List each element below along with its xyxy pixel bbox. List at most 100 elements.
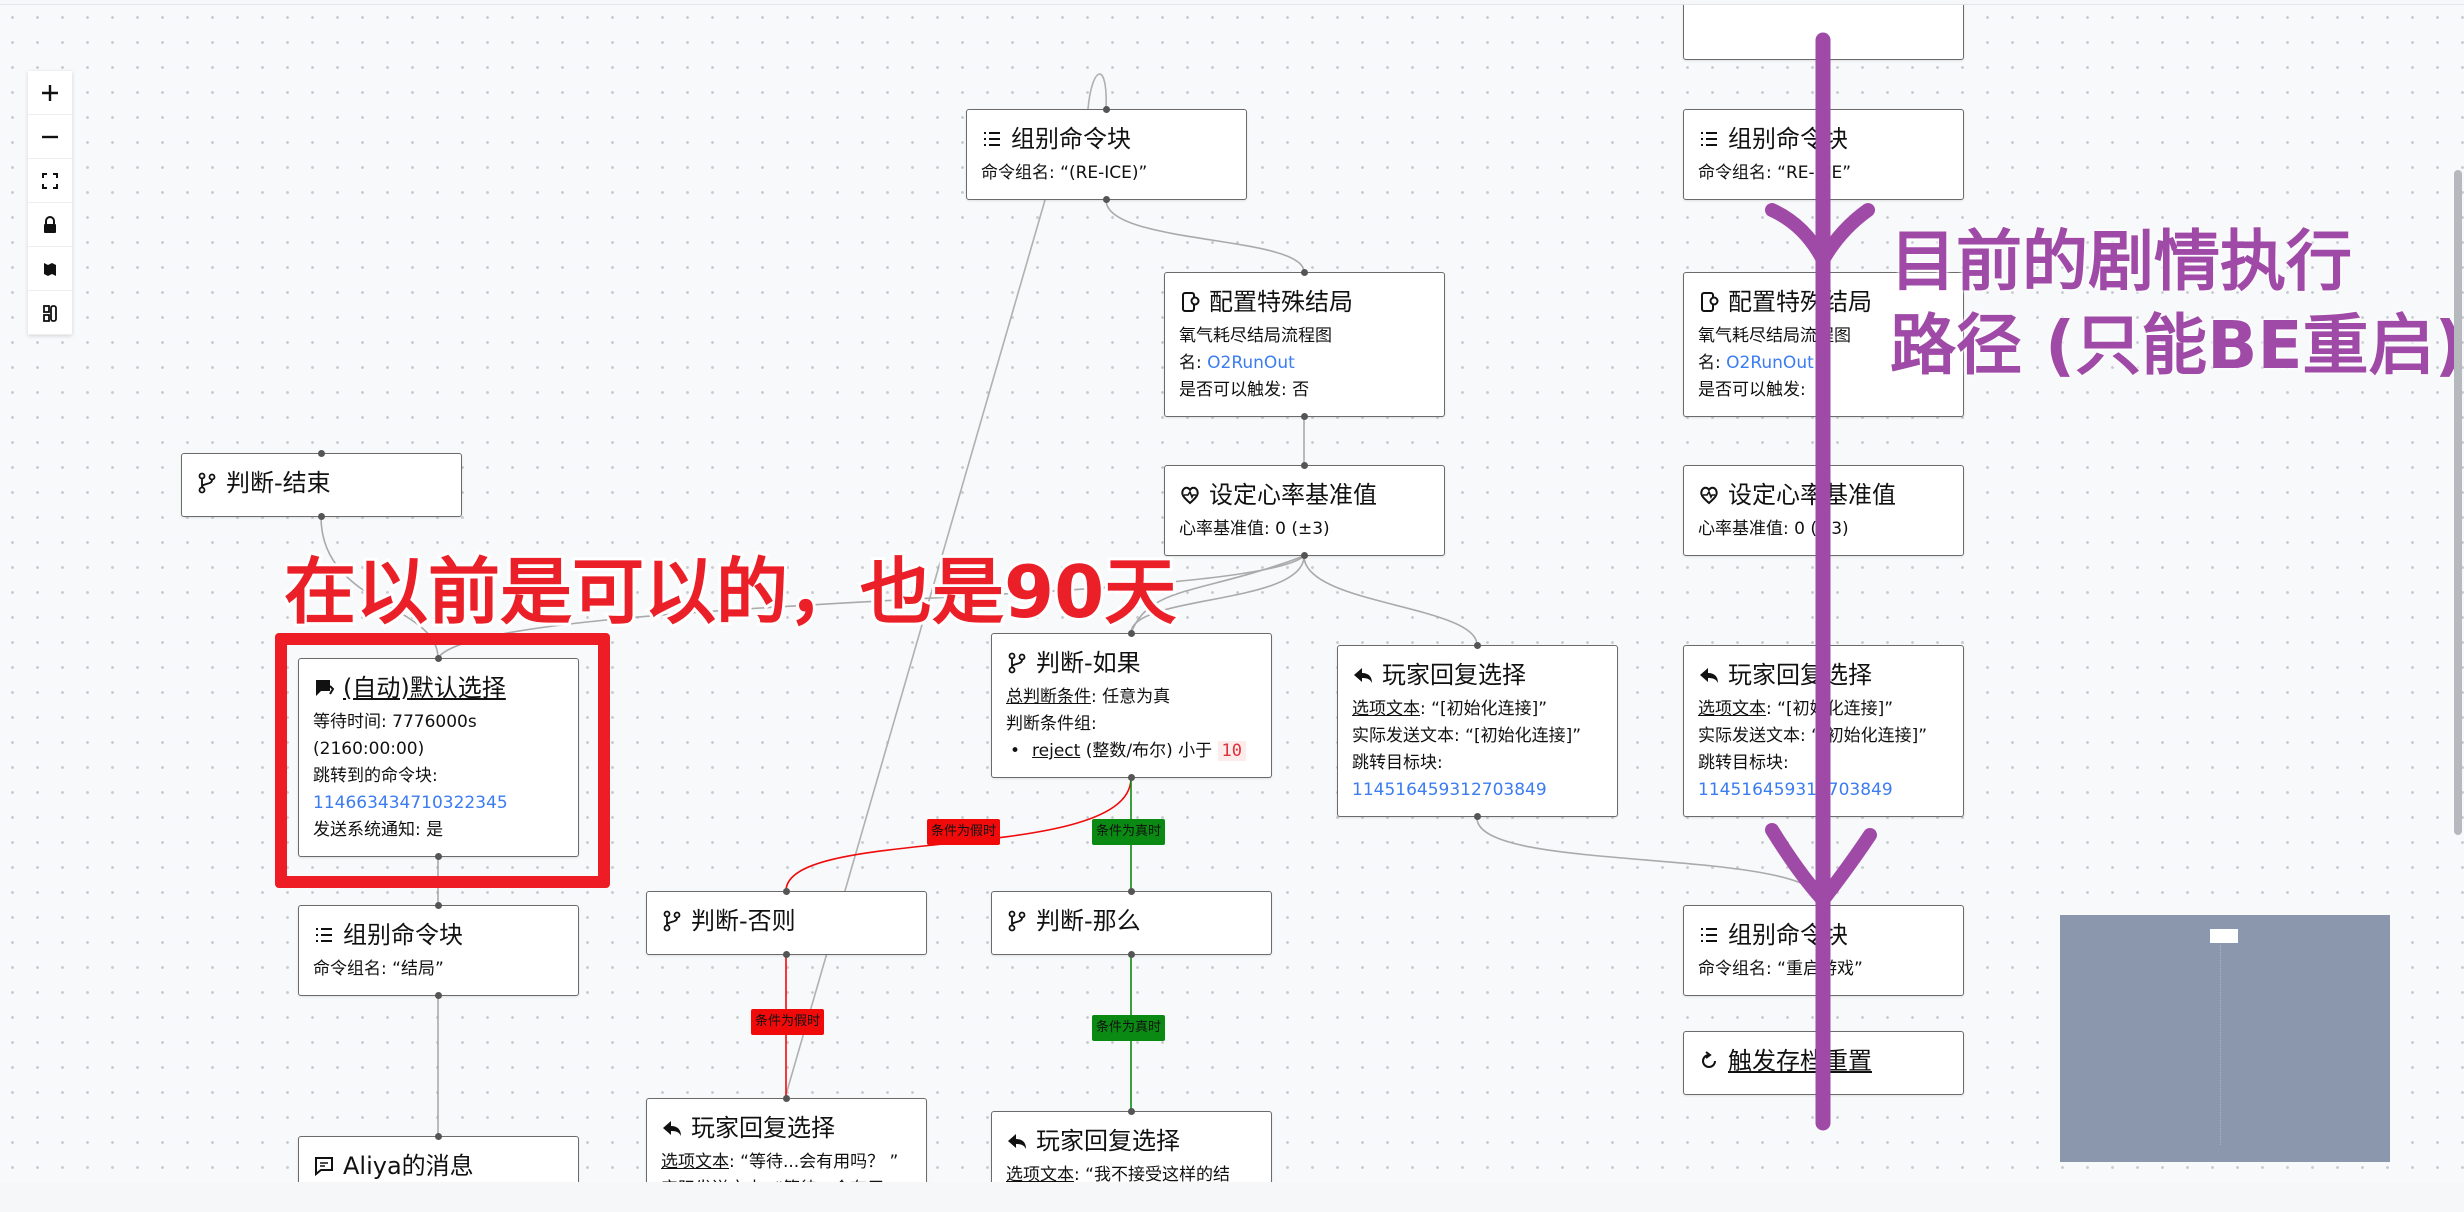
node-title-text: 设定心率基准值 bbox=[1209, 481, 1377, 509]
node-title: 玩家回复选择 bbox=[1698, 658, 1949, 692]
input-handle[interactable] bbox=[1820, 106, 1827, 113]
flow-edge[interactable] bbox=[1105, 199, 1305, 273]
input-handle[interactable] bbox=[1820, 462, 1827, 469]
flow-node-heart-rate[interactable]: 设定心率基准值心率基准值: 0 (±3) bbox=[1164, 462, 1445, 559]
output-handle[interactable] bbox=[1128, 774, 1135, 781]
edge-label-true: 条件为真时 bbox=[1092, 1015, 1166, 1041]
flow-edge[interactable] bbox=[1476, 817, 1824, 906]
flow-edge[interactable] bbox=[1130, 555, 1305, 634]
flow-node-group-ending[interactable]: 组别命令块命令组名: “结局” bbox=[298, 902, 579, 999]
flow-edge[interactable] bbox=[1087, 73, 1107, 110]
node-field: 114663434710322345 bbox=[313, 790, 564, 817]
node-link[interactable]: 114516459312703849 bbox=[1352, 780, 1547, 800]
input-handle[interactable] bbox=[783, 1095, 790, 1102]
node-link[interactable]: O2RunOut bbox=[1726, 353, 1814, 373]
node-field: 是否可以触发: 否 bbox=[1179, 377, 1430, 404]
fit-view-button[interactable] bbox=[28, 159, 72, 203]
input-handle[interactable] bbox=[1128, 1108, 1135, 1115]
node-title-text: 组别命令块 bbox=[343, 921, 463, 949]
input-handle[interactable] bbox=[1128, 888, 1135, 895]
input-handle[interactable] bbox=[1474, 642, 1481, 649]
flow-edge[interactable] bbox=[1130, 555, 1305, 634]
output-handle[interactable] bbox=[1128, 951, 1135, 958]
layout-button[interactable] bbox=[28, 291, 72, 335]
flow-node-default-choice[interactable]: (自动)默认选择等待时间: 7776000s(2160:00:00)跳转到的命令… bbox=[298, 655, 579, 860]
input-handle[interactable] bbox=[435, 902, 442, 909]
node-field-text: 氧气耗尽结局流程图 bbox=[1179, 326, 1332, 346]
zoom-out-button[interactable] bbox=[28, 115, 72, 159]
flow-node-group-restart[interactable]: 组别命令块命令组名: “重启游戏” bbox=[1683, 902, 1964, 999]
input-handle[interactable] bbox=[1820, 902, 1827, 909]
node-title: 组别命令块 bbox=[1698, 918, 1949, 952]
output-handle[interactable] bbox=[1820, 1091, 1827, 1098]
output-handle[interactable] bbox=[783, 951, 790, 958]
flow-node-heart-rate-2[interactable]: 设定心率基准值心率基准值: 0 (±3) bbox=[1683, 462, 1964, 559]
output-handle[interactable] bbox=[1474, 813, 1481, 820]
flow-node-reply-init-2[interactable]: 玩家回复选择选项文本: “[初始化连接]”实际发送文本: “[初始化连接]”跳转… bbox=[1683, 642, 1964, 820]
node-link[interactable]: 114663434710322345 bbox=[313, 793, 508, 813]
vertical-scrollbar[interactable] bbox=[2454, 170, 2462, 835]
flow-node-group-reice-2[interactable]: 组别命令块命令组名: “RE-ICE” bbox=[1683, 106, 1964, 203]
flow-edge[interactable] bbox=[1303, 555, 1478, 646]
input-handle[interactable] bbox=[435, 1133, 442, 1140]
input-handle[interactable] bbox=[435, 655, 442, 662]
minimap-toggle-button[interactable] bbox=[28, 247, 72, 291]
list-icon bbox=[981, 128, 1003, 150]
output-handle[interactable] bbox=[435, 853, 442, 860]
input-handle[interactable] bbox=[783, 888, 790, 895]
flow-canvas[interactable]: 组别命令块命令组名: “(RE-ICE)”配置特殊结局氧气耗尽结局流程图名: O… bbox=[0, 4, 2464, 1182]
node-title-text: 设定心率基准值 bbox=[1728, 481, 1896, 509]
output-handle[interactable] bbox=[318, 513, 325, 520]
node-field: 选项文本: “等待...会有用吗？ ” bbox=[661, 1149, 912, 1176]
heart-pulse-icon bbox=[1698, 484, 1720, 506]
flow-node-group-reice[interactable]: 组别命令块命令组名: “(RE-ICE)” bbox=[966, 106, 1247, 203]
input-handle[interactable] bbox=[318, 450, 325, 457]
input-handle[interactable] bbox=[1820, 1028, 1827, 1035]
node-title-text: 判断-结束 bbox=[226, 469, 331, 497]
output-handle[interactable] bbox=[1301, 413, 1308, 420]
flow-node-reply-refuse[interactable]: 玩家回复选择选项文本: “我不接受这样的结 bbox=[991, 1108, 1272, 1182]
layout-icon bbox=[43, 304, 57, 322]
node-link[interactable]: 114516459312703849 bbox=[1698, 780, 1893, 800]
node-field-text: (2160:00:00) bbox=[313, 739, 425, 759]
input-handle[interactable] bbox=[1103, 106, 1110, 113]
output-handle[interactable] bbox=[1820, 413, 1827, 420]
lock-button[interactable] bbox=[28, 203, 72, 247]
flow-node-judge-else[interactable]: 判断-否则 bbox=[646, 888, 927, 958]
purple-note-line: 路径 (只能BE重启) bbox=[1890, 307, 2464, 384]
output-handle[interactable] bbox=[1301, 552, 1308, 559]
flow-node-save-reset[interactable]: 触发存档重置 bbox=[1683, 1028, 1964, 1098]
branch-icon bbox=[1006, 910, 1028, 932]
node-link[interactable]: O2RunOut bbox=[1207, 353, 1295, 373]
flow-node[interactable] bbox=[1683, 5, 1964, 60]
flow-node-judge-then[interactable]: 判断-那么 bbox=[991, 888, 1272, 958]
output-handle[interactable] bbox=[1820, 196, 1827, 203]
node-field-text: : “我不接受这样的结 bbox=[1074, 1165, 1230, 1182]
node-field: 命令组名: “重启游戏” bbox=[1698, 956, 1949, 983]
input-handle[interactable] bbox=[1820, 642, 1827, 649]
zoom-in-button[interactable] bbox=[28, 71, 72, 115]
output-handle[interactable] bbox=[1820, 992, 1827, 999]
reply-icon bbox=[1352, 664, 1374, 686]
output-handle[interactable] bbox=[1103, 196, 1110, 203]
input-handle[interactable] bbox=[1301, 462, 1308, 469]
node-field-text: 名: bbox=[1698, 353, 1727, 373]
output-handle[interactable] bbox=[435, 992, 442, 999]
output-handle[interactable] bbox=[1820, 813, 1827, 820]
input-handle[interactable] bbox=[1301, 269, 1308, 276]
flow-node-aliya-message[interactable]: Aliya的消息 bbox=[298, 1133, 579, 1182]
node-title: 判断-如果 bbox=[1006, 646, 1257, 680]
input-handle[interactable] bbox=[1128, 630, 1135, 637]
input-handle[interactable] bbox=[1820, 269, 1827, 276]
flow-node-reply-init[interactable]: 玩家回复选择选项文本: “[初始化连接]”实际发送文本: “[初始化连接]”跳转… bbox=[1337, 642, 1618, 820]
flow-node-judge-end[interactable]: 判断-结束 bbox=[181, 450, 462, 520]
minimap[interactable] bbox=[2060, 915, 2390, 1162]
output-handle[interactable] bbox=[1820, 552, 1827, 559]
node-title: 判断-那么 bbox=[1006, 904, 1257, 938]
minimap-viewport[interactable] bbox=[2210, 929, 2238, 943]
node-field: 跳转到的命令块: bbox=[313, 763, 564, 790]
edge-label-false: 条件为假时 bbox=[751, 1009, 825, 1035]
